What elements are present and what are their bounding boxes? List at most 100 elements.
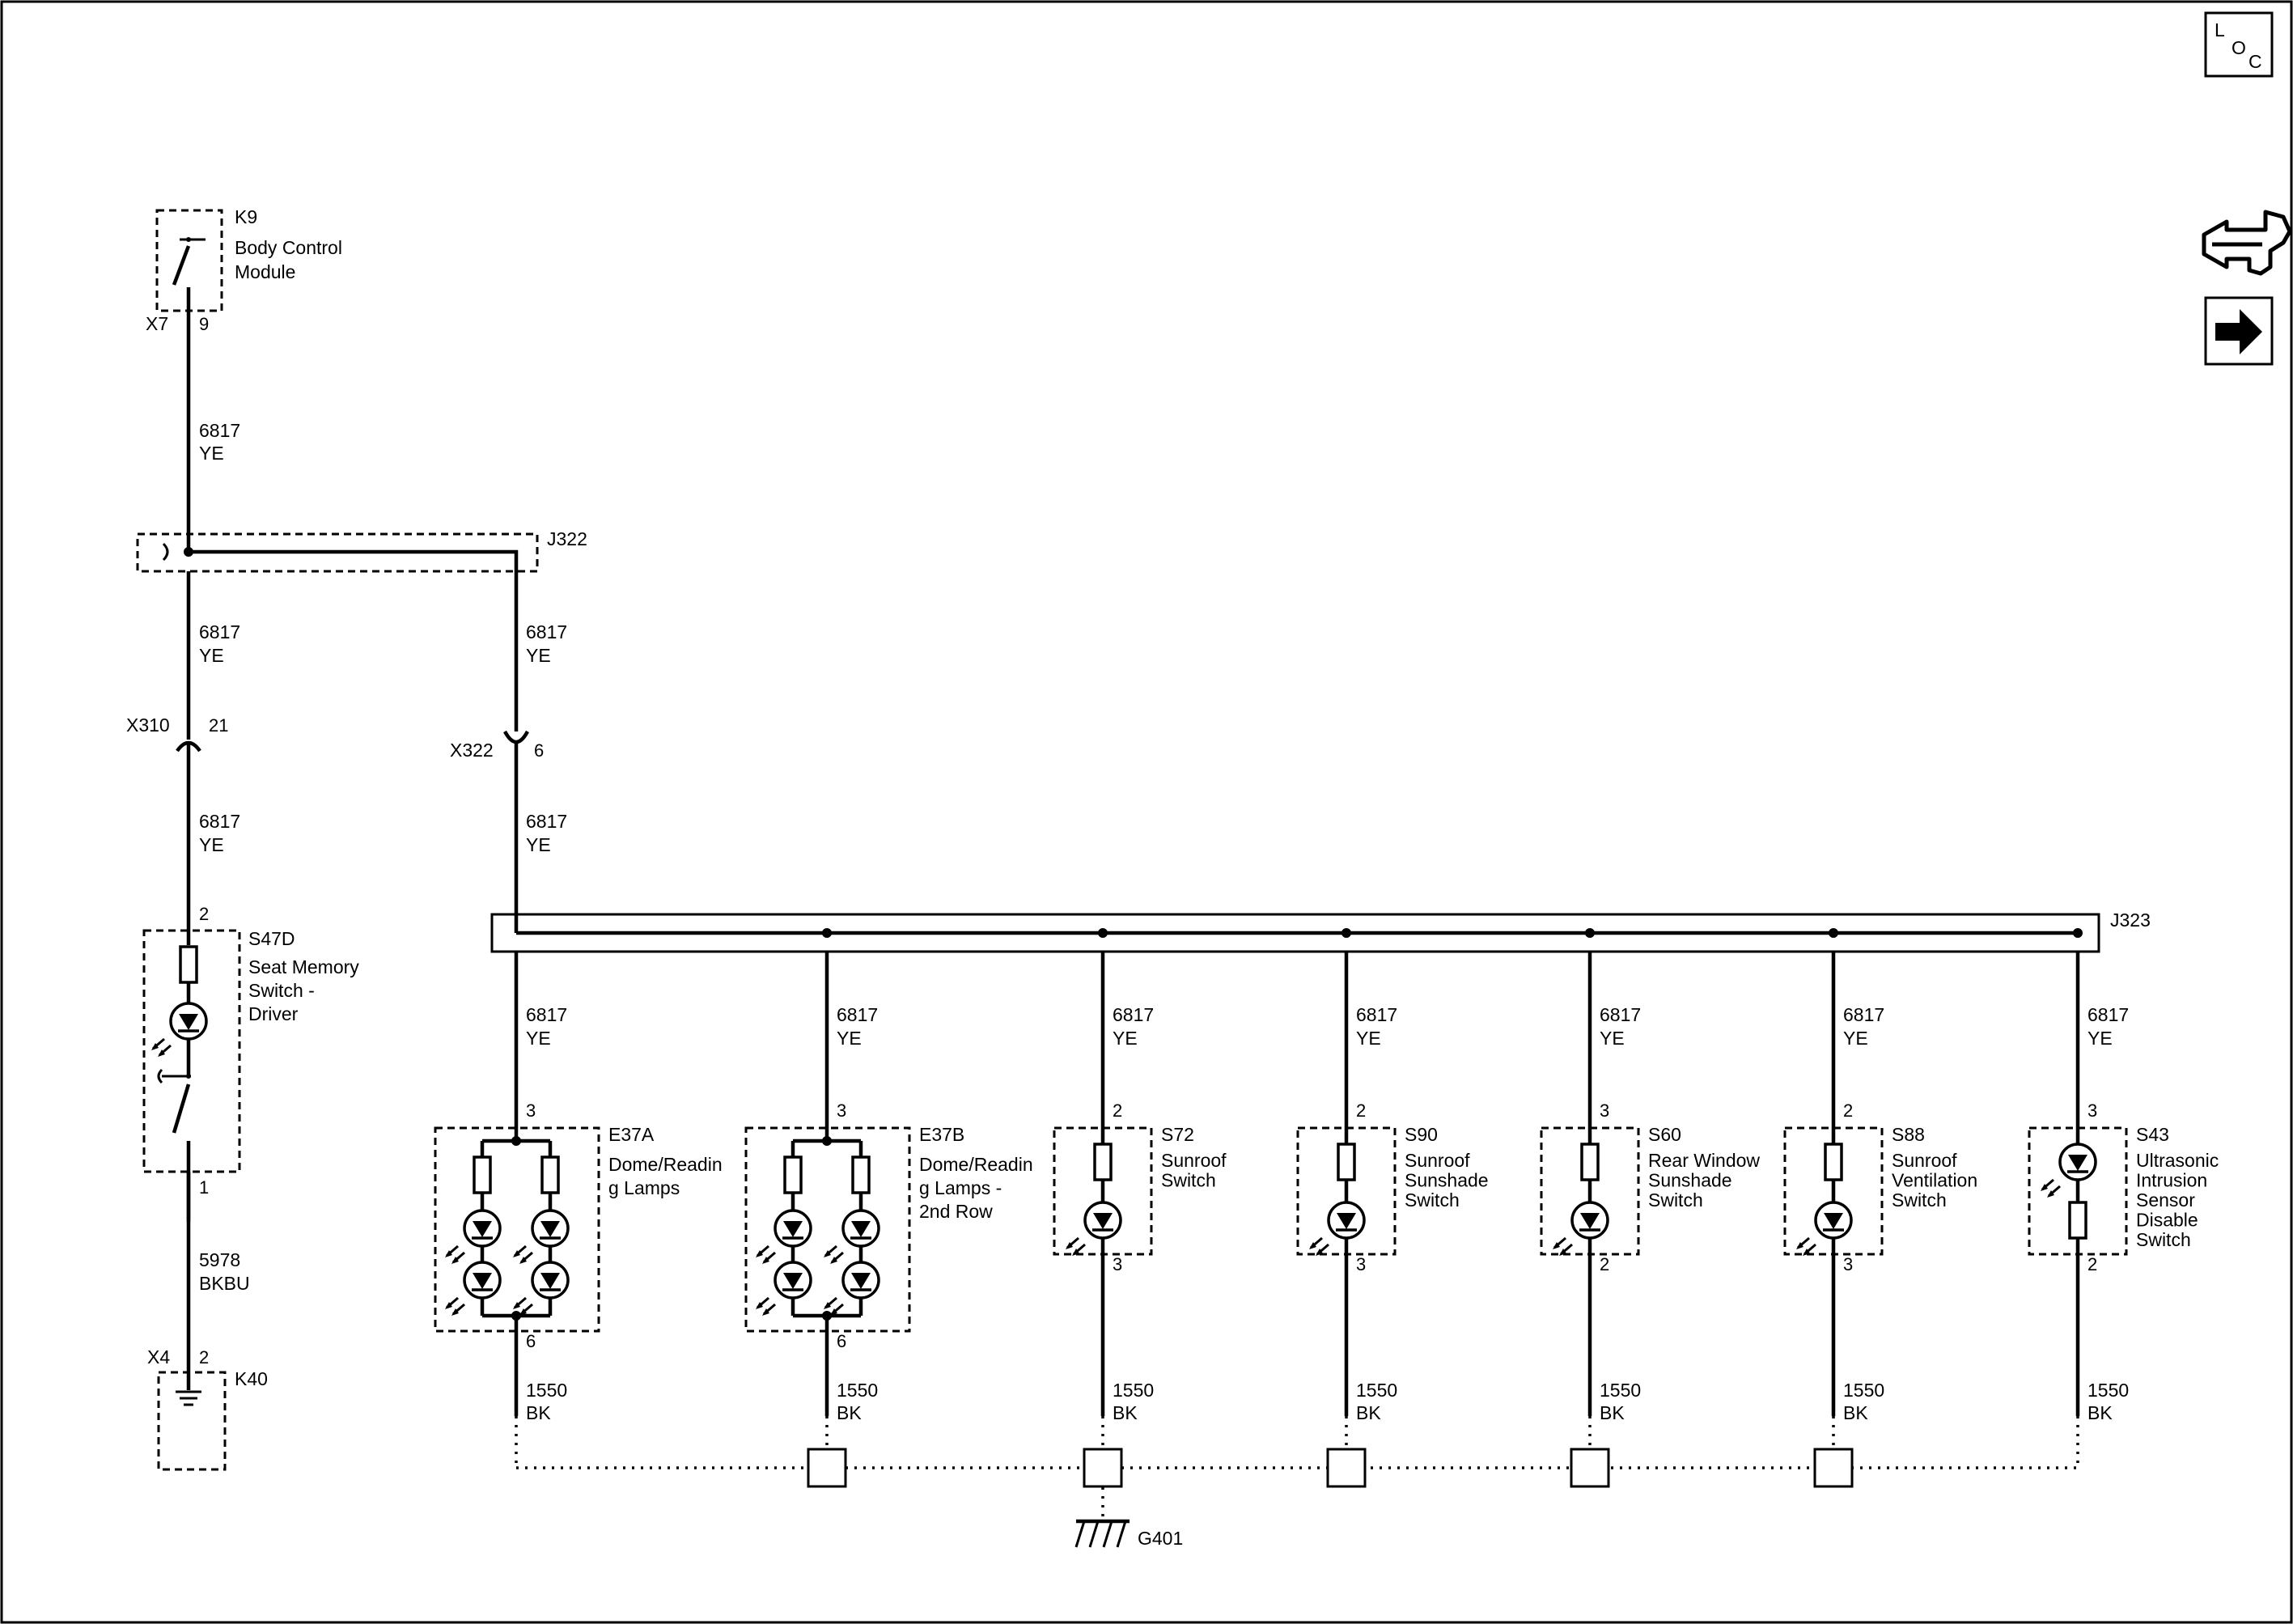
component-name-line: Switch [1405, 1189, 1460, 1211]
wire-label-color: YE [199, 443, 224, 464]
location-view-icon[interactable]: L O C [2204, 11, 2274, 78]
splice-j323 [490, 913, 2100, 953]
component-ref: S88 [1892, 1124, 1925, 1145]
component-name-line: Sunroof [1892, 1150, 1957, 1171]
pin-bottom: 3 [1113, 1254, 1122, 1274]
seat-switch-pin-bottom: 1 [199, 1177, 209, 1198]
seat-switch-ref: S47D [248, 928, 295, 949]
wire-label-circuit: 6817 [1843, 1004, 1884, 1025]
wire-label-circuit: 1550 [837, 1380, 878, 1401]
ground-ref: G401 [1138, 1528, 1183, 1549]
wire-label-circuit: 6817 [199, 621, 240, 642]
wire-label-circuit: 6817 [199, 811, 240, 832]
navigation-arrows-icon[interactable] [2202, 210, 2292, 276]
led-icon [150, 1002, 208, 1058]
inline-connector-x310 [176, 740, 201, 913]
wire-label-color: YE [526, 1028, 551, 1049]
bcm-name-line-2: Module [235, 261, 295, 282]
component-ref: E37A [608, 1124, 655, 1145]
splice-j323-ref: J323 [2110, 910, 2151, 931]
ground-splice-box [1570, 1448, 1610, 1488]
wire-label-circuit: 6817 [526, 1004, 567, 1025]
ground-splice-box [1813, 1448, 1854, 1488]
led-icon [754, 1261, 812, 1317]
wire-label-color: YE [2087, 1028, 2113, 1049]
led-icon [443, 1261, 502, 1317]
wire-label-circuit: 6817 [526, 811, 567, 832]
component-name-line: Switch [1648, 1189, 1703, 1211]
x322-connector: X322 [450, 740, 494, 761]
seat-switch-box [142, 929, 241, 1173]
ground-splice-box [807, 1448, 847, 1488]
inline-connector-x322 [503, 730, 529, 933]
ground-bus [515, 1416, 2079, 1520]
pin-bottom: 6 [837, 1331, 846, 1351]
component-name-line: Ventilation [1892, 1170, 1977, 1191]
component-name-line: Switch [2136, 1229, 2191, 1250]
seat-switch-internals [150, 913, 208, 1222]
pin-top: 3 [2087, 1100, 2097, 1121]
resistor-icon [1580, 1143, 1600, 1181]
k40-connector: X4 [147, 1346, 170, 1367]
wire-label-circuit: 1550 [1356, 1380, 1397, 1401]
k40-box [157, 1371, 227, 1471]
right-arrow-icon[interactable] [2204, 296, 2274, 366]
pin-top: 3 [526, 1100, 536, 1121]
wire-label-circuit: 1550 [1113, 1380, 1154, 1401]
bcm-switch-contact-icon [172, 237, 206, 311]
led-icon [1308, 1201, 1366, 1257]
wire-label-circuit: 6817 [837, 1004, 878, 1025]
resistor-icon [1337, 1143, 1356, 1181]
k40-pin: 2 [199, 1347, 209, 1367]
wire-label-color: BK [2087, 1402, 2113, 1423]
chassis-ground-icon [1074, 1519, 1130, 1548]
component-name-line: g Lamps [608, 1177, 680, 1198]
pin-top: 3 [837, 1100, 846, 1121]
component-name-line: Intrusion [2136, 1170, 2207, 1191]
led-icon [2039, 1143, 2097, 1199]
led-icon [754, 1209, 812, 1266]
x310-pin: 21 [209, 715, 228, 736]
resistor-icon [2068, 1201, 2087, 1240]
seat-switch-ground-circuit: 5978 [199, 1249, 240, 1270]
led-icon [822, 1261, 880, 1317]
wire-label-color: YE [199, 834, 224, 855]
pin-top: 2 [1843, 1100, 1853, 1121]
wire-label-circuit: 6817 [1600, 1004, 1641, 1025]
resistor-icon [540, 1155, 560, 1194]
resistor-icon [1824, 1143, 1843, 1181]
component-ref: S43 [2136, 1124, 2169, 1145]
wire-label-circuit: 6817 [199, 420, 240, 441]
component-name-line: g Lamps - [919, 1177, 1002, 1198]
seat-switch-pin-top: 2 [199, 904, 209, 924]
component-name-line: Rear Window [1648, 1150, 1760, 1171]
wire-label-color: BK [837, 1402, 862, 1423]
wire-label-circuit: 6817 [1356, 1004, 1397, 1025]
pin-bottom: 2 [1600, 1254, 1609, 1274]
x310-connector: X310 [126, 714, 170, 736]
ground-icon [176, 1372, 201, 1406]
component-ref: S60 [1648, 1124, 1681, 1145]
component-name-line: Dome/Readin [608, 1154, 723, 1175]
resistor-icon [473, 1155, 492, 1194]
resistor-icon [1093, 1143, 1113, 1181]
pin-top: 2 [1356, 1100, 1366, 1121]
branch-s43: 6817YE32S43UltrasonicIntrusionSensorDisa… [2028, 928, 2219, 1423]
bcm-name-line-1: Body Control [235, 237, 342, 258]
resistor-icon [783, 1155, 803, 1194]
component-name-line: Sunroof [1161, 1150, 1227, 1171]
component-ref: S72 [1161, 1124, 1194, 1145]
component-name-line: Sunroof [1405, 1150, 1470, 1171]
led-icon [511, 1261, 570, 1317]
bcm-connector: X7 [146, 313, 168, 334]
component-ref: S90 [1405, 1124, 1438, 1145]
led-icon [822, 1209, 880, 1266]
wire-label-circuit: 1550 [526, 1380, 567, 1401]
component-name-line: Ultrasonic [2136, 1150, 2219, 1171]
